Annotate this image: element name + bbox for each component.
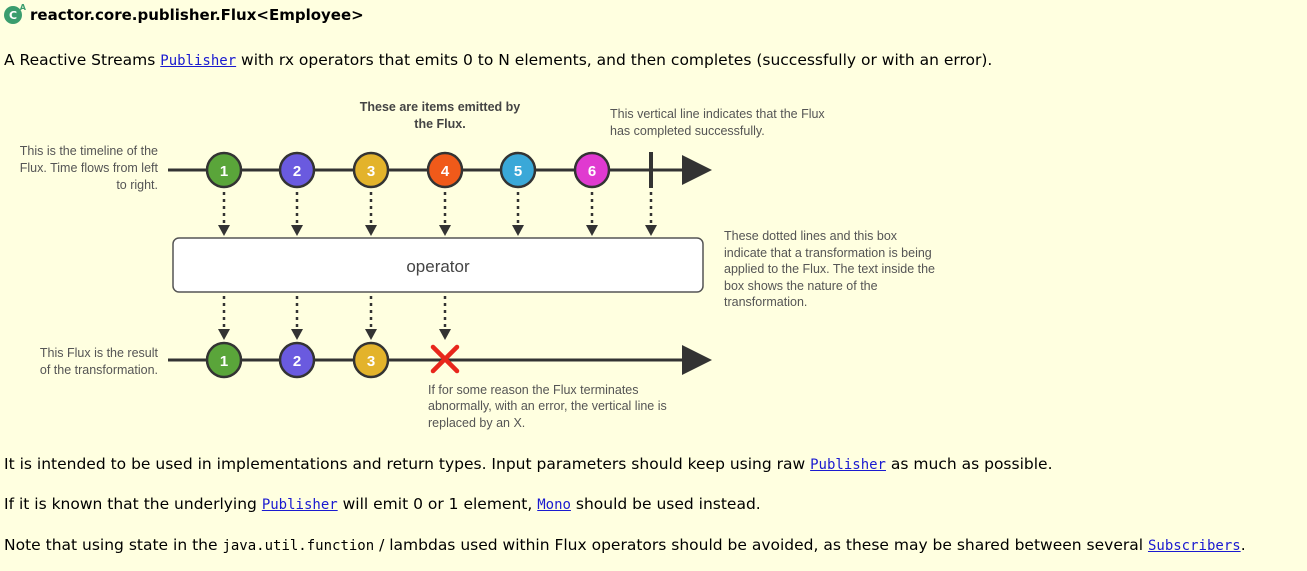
result-label: of the transformation. [40,363,158,377]
mono-text-middle: will emit 0 or 1 element, [337,495,538,513]
dotted-arrow-head [291,225,303,236]
bottom-dotted-arrows [218,296,451,340]
dotted-arrow-head [365,225,377,236]
result-label: This Flux is the result [40,346,159,360]
timeline-label: to right. [116,178,158,192]
publisher-link[interactable]: Publisher [160,53,237,69]
dotted-arrow-head [365,329,377,340]
bottom-marble [352,341,390,379]
operator-label: operator [406,257,470,276]
box-label: applied to the Flux. The text inside the [724,262,935,276]
dotted-arrow-head [586,225,598,236]
dotted-arrow-head [645,225,657,236]
dotted-arrow-head [439,225,451,236]
box-label: transformation. [724,295,807,309]
top-marble-label: 2 [293,163,301,180]
top-marble-label: 3 [367,163,375,180]
bottom-marble-label: 1 [220,353,228,370]
usage-text-after: as much as possible. [885,455,1053,473]
mono-text-after: should be used instead. [570,495,761,513]
note-text-after: . [1240,536,1246,554]
error-label: If for some reason the Flux terminates [428,383,639,397]
top-marble [205,151,243,189]
emitted-label: These are items emitted by [360,100,521,114]
state-note-paragraph: Note that using state in the java.util.f… [4,536,1246,554]
error-label: replaced by an X. [428,416,525,430]
marble-diagram: These are items emitted by the Flux. Thi… [20,100,935,430]
box-label: box shows the nature of the [724,279,878,293]
dotted-arrow-head [439,329,451,340]
bottom-marble [205,341,243,379]
error-x-icon [430,344,460,374]
box-label: These dotted lines and this box [724,229,898,243]
top-marble-label: 4 [441,163,450,180]
mono-text-before: If it is known that the underlying [4,495,262,513]
complete-label: This vertical line indicates that the Fl… [610,107,825,121]
top-marble [352,151,390,189]
top-items: 1 2 3 4 5 6 [205,151,611,189]
box-label: indicate that a transformation is being [724,246,932,260]
dotted-arrow-head [218,329,230,340]
class-title: reactor.core.publisher.Flux<Employee> [30,6,364,24]
timeline-label: This is the timeline of the [20,144,158,158]
mono-link[interactable]: Mono [537,497,571,513]
top-marble [499,151,537,189]
intro-paragraph: A Reactive Streams Publisher with rx ope… [4,51,992,69]
bottom-marble [278,341,316,379]
top-marble-label: 5 [514,163,522,180]
top-dotted-arrows [218,192,657,236]
publisher-link-3[interactable]: Publisher [261,497,338,513]
top-marble-label: 6 [588,163,596,180]
top-marble [573,151,611,189]
bottom-marble-label: 3 [367,353,375,370]
publisher-link-2[interactable]: Publisher [810,457,886,473]
timeline-label: Flux. Time flows from left [20,161,159,175]
complete-label: has completed successfully. [610,124,765,138]
top-marble-label: 1 [220,163,228,180]
top-marble [426,151,464,189]
error-label: abnormally, with an error, the vertical … [428,399,667,413]
function-package-code: java.util.function [222,538,375,554]
intro-text-before: A Reactive Streams [4,51,161,69]
intro-text-after: with rx operators that emits 0 to N elem… [236,51,993,69]
note-text-before: Note that using state in the [4,536,223,554]
dotted-arrow-head [512,225,524,236]
bottom-marble-label: 2 [293,353,301,370]
dotted-arrow-head [291,329,303,340]
note-text-middle: / lambdas used within Flux operators sho… [374,536,1148,554]
usage-paragraph: It is intended to be used in implementat… [4,455,1053,473]
bottom-items: 1 2 3 [205,341,390,379]
dotted-arrow-head [218,225,230,236]
top-marble [278,151,316,189]
subscribers-link[interactable]: Subscribers [1147,538,1241,554]
usage-text-before: It is intended to be used in implementat… [4,455,811,473]
operator-box [172,237,704,293]
mono-paragraph: If it is known that the underlying Publi… [4,495,761,513]
emitted-label: the Flux. [414,117,465,131]
